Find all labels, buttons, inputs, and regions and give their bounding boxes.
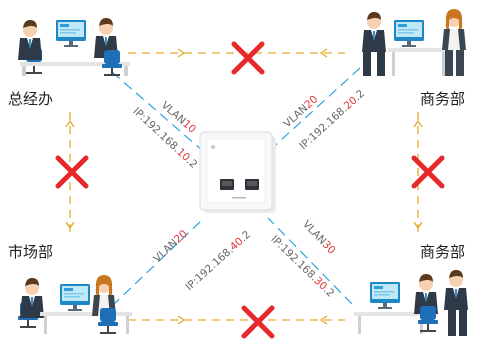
dept-label-bottom-right: 商务部 [420, 243, 466, 261]
red-x-icon [244, 308, 272, 336]
wall-access-point-icon [199, 131, 276, 213]
access-link-bottom-right [267, 217, 353, 305]
access-link-top-right [267, 67, 361, 153]
access-link-bottom-left [111, 217, 205, 307]
office-top-left [18, 18, 130, 76]
arrow-left-top [319, 48, 328, 58]
dept-label-bottom-left: 市场部 [8, 243, 54, 261]
arrow-right-top [177, 48, 186, 58]
arrow-up-right [413, 119, 423, 128]
arrow-down-right [413, 221, 423, 230]
access-links [111, 67, 361, 307]
red-x-icon [234, 44, 262, 72]
dept-label-top-right: 商务部 [420, 90, 466, 108]
dept-label-top-left: 总经办 [8, 90, 54, 108]
arrow-down-left [65, 221, 75, 230]
access-link-top-left [111, 71, 205, 153]
office-bottom-right [354, 270, 468, 336]
red-x-icon [58, 158, 86, 186]
office-bottom-left [18, 275, 132, 334]
peer-arrows [65, 48, 423, 325]
office-top-right [362, 9, 466, 76]
arrow-left-bottom [319, 315, 328, 325]
arrow-up-left [65, 119, 75, 128]
arrow-right-bottom [177, 315, 186, 325]
